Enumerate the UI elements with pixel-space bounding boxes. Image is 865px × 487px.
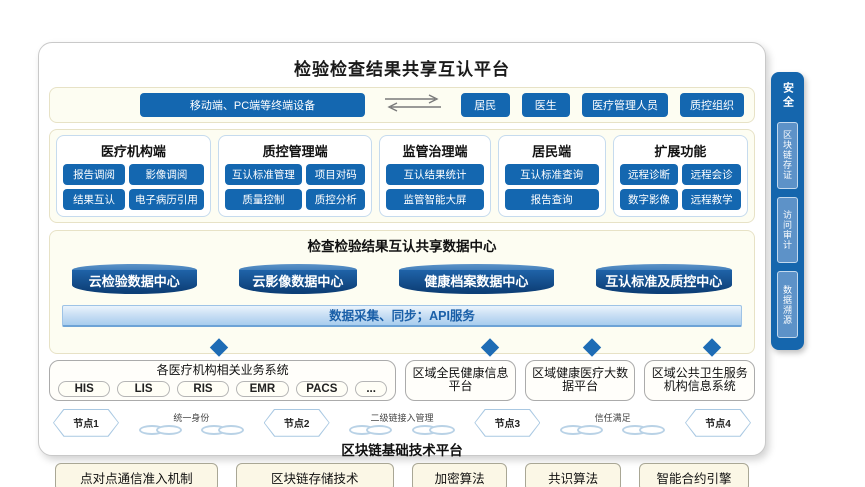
- sync-arrows-icon: [383, 93, 443, 117]
- chain-link-trust: 信任满足: [540, 411, 685, 435]
- card-title: 医疗机构端: [100, 144, 166, 159]
- card-title: 居民端: [532, 144, 572, 159]
- node-4-hexagon: 节点4: [685, 408, 752, 437]
- feature-standard-mgmt-button[interactable]: 互认标准管理: [224, 164, 303, 185]
- system-title: 各医疗机构相关业务系统: [156, 363, 289, 377]
- component-smart-contract[interactable]: 智能合约引擎: [638, 462, 749, 487]
- user-doctor-button[interactable]: 医生: [521, 93, 570, 117]
- card-title: 扩展功能: [654, 144, 707, 159]
- chain-link-access-mgmt: 二级链接入管理: [330, 411, 475, 435]
- security-sidebar: 安全 区块链存证 访问审计 数据溯源: [771, 72, 804, 350]
- cylinder-standard-qc: 互认标准及质控中心: [595, 264, 733, 294]
- card-medical-org: 医疗机构端 报告调阅 影像调阅 结果互认 电子病历引用: [56, 135, 211, 217]
- component-consensus[interactable]: 共识算法: [525, 462, 621, 487]
- page-title: 检验检查结果共享互认平台: [294, 60, 510, 79]
- cylinder-cloud-imaging: 云影像数据中心: [238, 264, 358, 294]
- user-resident-button[interactable]: 居民: [461, 93, 510, 117]
- sidebar-blockchain-evidence[interactable]: 区块链存证: [777, 122, 798, 189]
- system-ris[interactable]: RIS: [176, 380, 230, 397]
- system-public-health-info: 区域公共卫生服务机构信息系统: [644, 360, 756, 401]
- feature-qc-analysis-button[interactable]: 质控分析: [306, 189, 366, 210]
- chain-link-icon: [622, 424, 666, 435]
- node-1-hexagon: 节点1: [53, 408, 119, 437]
- card-qc-management: 质控管理端 互认标准管理 项目对码 质量控制 质控分析: [217, 135, 373, 217]
- sidebar-data-traceability[interactable]: 数据溯源: [777, 271, 798, 339]
- cylinder-health-record: 健康档案数据中心: [399, 264, 554, 294]
- source-systems-row: 各医疗机构相关业务系统 HIS LIS RIS EMR PACS ... 区域全…: [49, 360, 756, 401]
- system-emr[interactable]: EMR: [236, 380, 289, 397]
- system-his[interactable]: HIS: [58, 380, 111, 397]
- card-resident: 居民端 互认标准查询 报告查询: [497, 135, 606, 217]
- system-more[interactable]: ...: [355, 380, 388, 397]
- api-service-bar: 数据采集、同步；API服务: [62, 305, 742, 327]
- connector-diamond: [480, 338, 500, 357]
- terminal-row: 移动端、PC端等终端设备 居民 医生 医疗管理人员 质控组织: [49, 87, 755, 123]
- user-qc-org-button[interactable]: 质控组织: [680, 93, 744, 117]
- system-regional-bigdata-platform: 区域健康医疗大数据平台: [524, 360, 636, 401]
- system-lis[interactable]: LIS: [117, 380, 170, 397]
- blockchain-components-row: 点对点通信准入机制 区块链存储技术 加密算法 共识算法 智能合约引擎: [49, 462, 755, 487]
- card-supervision: 监管治理端 互认结果统计 监管智能大屏: [379, 135, 491, 217]
- component-encryption[interactable]: 加密算法: [411, 462, 508, 487]
- chain-link-icon: [349, 424, 393, 435]
- user-buttons: 居民 医生 医疗管理人员 质控组织: [461, 93, 744, 117]
- sidebar-access-audit[interactable]: 访问审计: [777, 196, 798, 264]
- security-title: 安全: [781, 82, 794, 110]
- feature-digital-imaging-button[interactable]: 数字影像: [619, 189, 679, 210]
- feature-report-query-button[interactable]: 报告查询: [504, 189, 599, 210]
- chain-link-icon: [138, 424, 182, 435]
- main-panel: 检验检查结果共享互认平台 移动端、PC端等终端设备 居民 医生 医疗管理人员 质…: [38, 42, 766, 487]
- node-3-hexagon: 节点3: [474, 408, 541, 437]
- client-sections-row: 医疗机构端 报告调阅 影像调阅 结果互认 电子病历引用 质控管理端 互认标准管理…: [49, 129, 755, 223]
- feature-result-recognition-button[interactable]: 结果互认: [63, 189, 126, 210]
- card-title: 质控管理端: [262, 144, 328, 159]
- connector-diamond: [209, 338, 229, 357]
- feature-smart-screen-button[interactable]: 监管智能大屏: [386, 189, 484, 210]
- feature-report-view-button[interactable]: 报告调阅: [63, 164, 126, 185]
- blockchain-platform-title: 区块链基础技术平台: [341, 442, 463, 458]
- feature-result-stats-button[interactable]: 互认结果统计: [386, 164, 484, 185]
- device-button[interactable]: 移动端、PC端等终端设备: [140, 93, 365, 117]
- connector-diamond: [702, 338, 721, 357]
- connector-diamond: [582, 338, 602, 357]
- chain-link-icon: [411, 424, 455, 435]
- cylinder-cloud-lab: 云检验数据中心: [72, 264, 197, 294]
- blockchain-node-chain: 节点1 统一身份 节点2 二级链接入管理 节点3 信任满足: [49, 408, 755, 437]
- card-title: 监管治理端: [402, 144, 468, 159]
- feature-quality-control-button[interactable]: 质量控制: [224, 189, 303, 210]
- data-center-section: 检查检验结果互认共享数据中心 云检验数据中心 云影像数据中心 健康档案数据中心 …: [49, 230, 755, 357]
- user-admin-button[interactable]: 医疗管理人员: [582, 93, 668, 117]
- data-center-title: 检查检验结果互认共享数据中心: [307, 239, 497, 254]
- feature-remote-teaching-button[interactable]: 远程教学: [682, 189, 741, 210]
- component-storage[interactable]: 区块链存储技术: [235, 462, 394, 487]
- feature-remote-consult-button[interactable]: 远程会诊: [682, 164, 741, 185]
- system-regional-health-platform: 区域全民健康信息平台: [405, 360, 516, 401]
- system-pills: HIS LIS RIS EMR PACS ...: [56, 380, 389, 397]
- system-hospital-business: 各医疗机构相关业务系统 HIS LIS RIS EMR PACS ...: [49, 360, 397, 401]
- feature-emr-cite-button[interactable]: 电子病历引用: [129, 189, 204, 210]
- chain-link-icon: [201, 424, 245, 435]
- node-2-hexagon: 节点2: [263, 408, 330, 437]
- cylinder-row: 云检验数据中心 云影像数据中心 健康档案数据中心 互认标准及质控中心: [60, 264, 744, 294]
- card-extended: 扩展功能 远程诊断 远程会诊 数字影像 远程教学: [612, 135, 748, 217]
- chain-link-identity: 统一身份: [119, 411, 264, 435]
- feature-remote-diagnosis-button[interactable]: 远程诊断: [619, 164, 679, 185]
- feature-item-mapping-button[interactable]: 项目对码: [306, 164, 366, 185]
- feature-standard-query-button[interactable]: 互认标准查询: [504, 164, 599, 185]
- component-p2p-access[interactable]: 点对点通信准入机制: [55, 462, 218, 487]
- chain-link-icon: [559, 424, 603, 435]
- system-pacs[interactable]: PACS: [295, 380, 349, 397]
- feature-image-view-button[interactable]: 影像调阅: [129, 164, 204, 185]
